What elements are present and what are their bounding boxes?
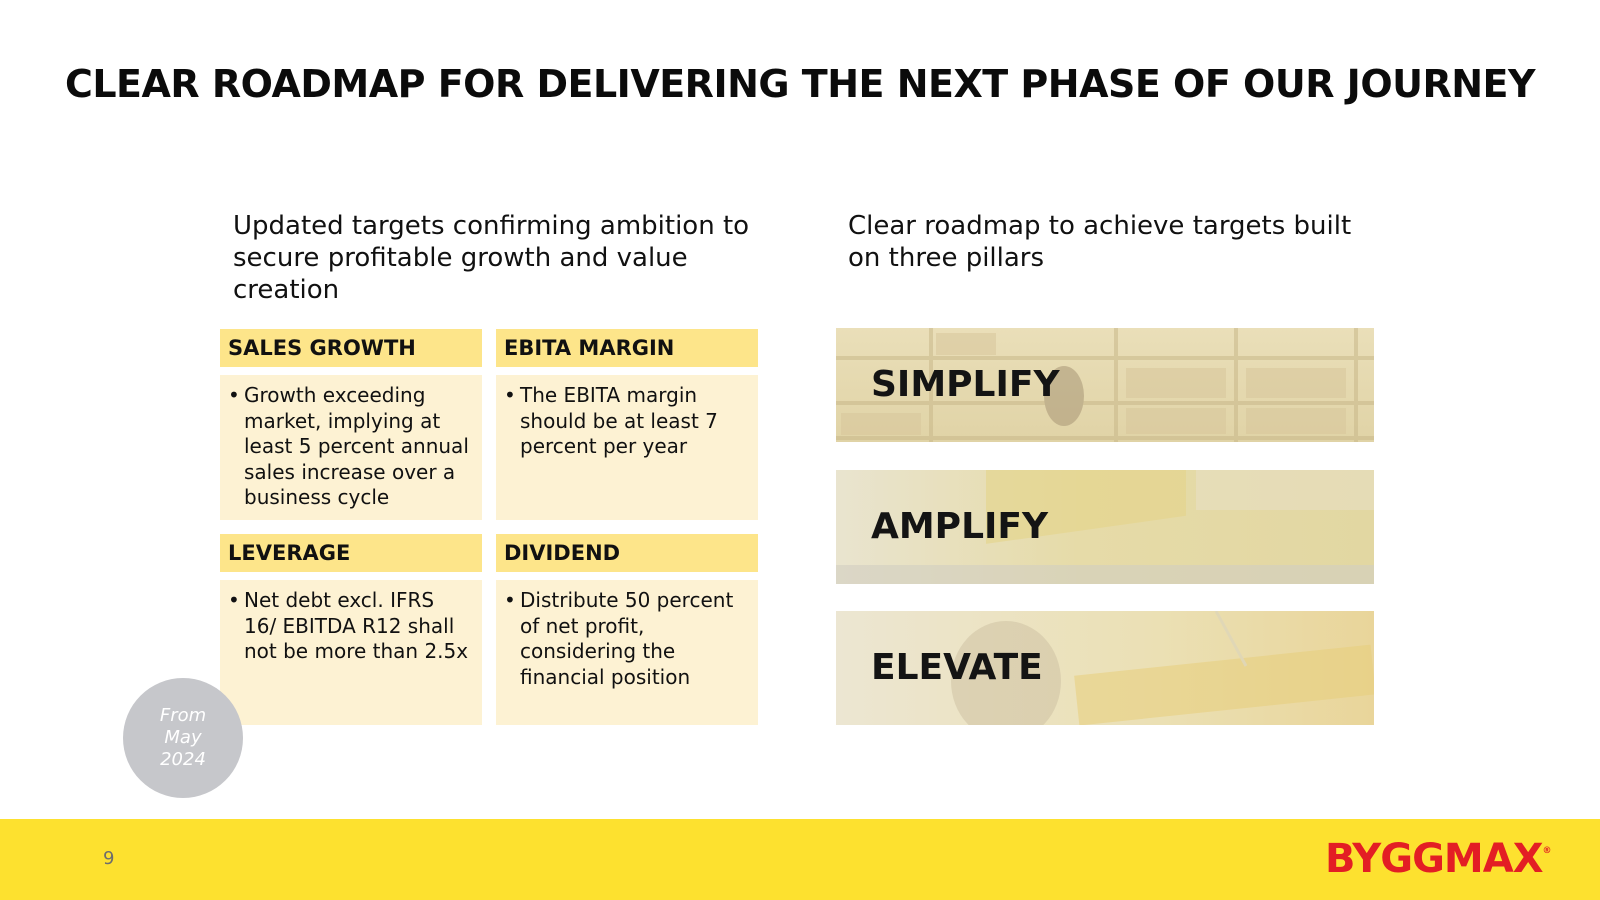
card-text: Distribute 50 percent of net profit, con… <box>520 588 734 689</box>
dividend-card: DIVIDEND •Distribute 50 percent of net p… <box>496 534 758 725</box>
card-text: The EBITA margin should be at least 7 pe… <box>520 383 718 458</box>
from-date-badge: From May 2024 <box>123 678 243 798</box>
page-number: 9 <box>103 848 115 869</box>
footer-bar <box>0 819 1600 900</box>
roadmap-subheading: Clear roadmap to achieve targets built o… <box>848 211 1352 273</box>
card-heading: EBITA MARGIN <box>496 329 758 367</box>
pillar-label: AMPLIFY <box>871 506 1049 547</box>
card-heading: LEVERAGE <box>220 534 482 572</box>
byggmax-logo: BYGGMAX® <box>1325 836 1552 882</box>
leverage-card: LEVERAGE •Net debt excl. IFRS 16/ EBITDA… <box>220 534 482 725</box>
targets-subheading: Updated targets confirming ambition to s… <box>233 211 750 305</box>
bullet-icon: • <box>228 383 240 407</box>
bullet-icon: • <box>504 588 516 612</box>
pillar-amplify: AMPLIFY <box>836 470 1374 584</box>
card-body: •Growth exceeding market, implying at le… <box>220 375 482 520</box>
pillar-elevate: ELEVATE <box>836 611 1374 725</box>
card-body: •Net debt excl. IFRS 16/ EBITDA R12 shal… <box>220 580 482 725</box>
warehouse-shelves-image <box>836 328 1374 442</box>
lumber-delivery-image <box>951 611 1374 725</box>
logo-text: BYGGMAX <box>1325 836 1544 882</box>
pillar-label: SIMPLIFY <box>871 364 1060 405</box>
registered-mark: ® <box>1542 846 1552 856</box>
bullet-icon: • <box>504 383 516 407</box>
card-text: Net debt excl. IFRS 16/ EBITDA R12 shall… <box>244 588 469 663</box>
badge-line: From <box>159 705 207 726</box>
ebita-margin-card: EBITA MARGIN •The EBITA margin should be… <box>496 329 758 520</box>
sales-growth-card: SALES GROWTH •Growth exceeding market, i… <box>220 329 482 520</box>
store-facade-image <box>836 470 1374 584</box>
badge-line: May <box>164 727 202 748</box>
badge-line: 2024 <box>160 749 206 770</box>
bullet-icon: • <box>228 588 240 612</box>
pillar-label: ELEVATE <box>871 647 1043 688</box>
card-body: •The EBITA margin should be at least 7 p… <box>496 375 758 520</box>
card-text: Growth exceeding market, implying at lea… <box>244 383 469 509</box>
card-heading: DIVIDEND <box>496 534 758 572</box>
card-heading: SALES GROWTH <box>220 329 482 367</box>
card-body: •Distribute 50 percent of net profit, co… <box>496 580 758 725</box>
pillar-simplify: SIMPLIFY <box>836 328 1374 442</box>
page-title: CLEAR ROADMAP FOR DELIVERING THE NEXT PH… <box>64 62 1536 106</box>
